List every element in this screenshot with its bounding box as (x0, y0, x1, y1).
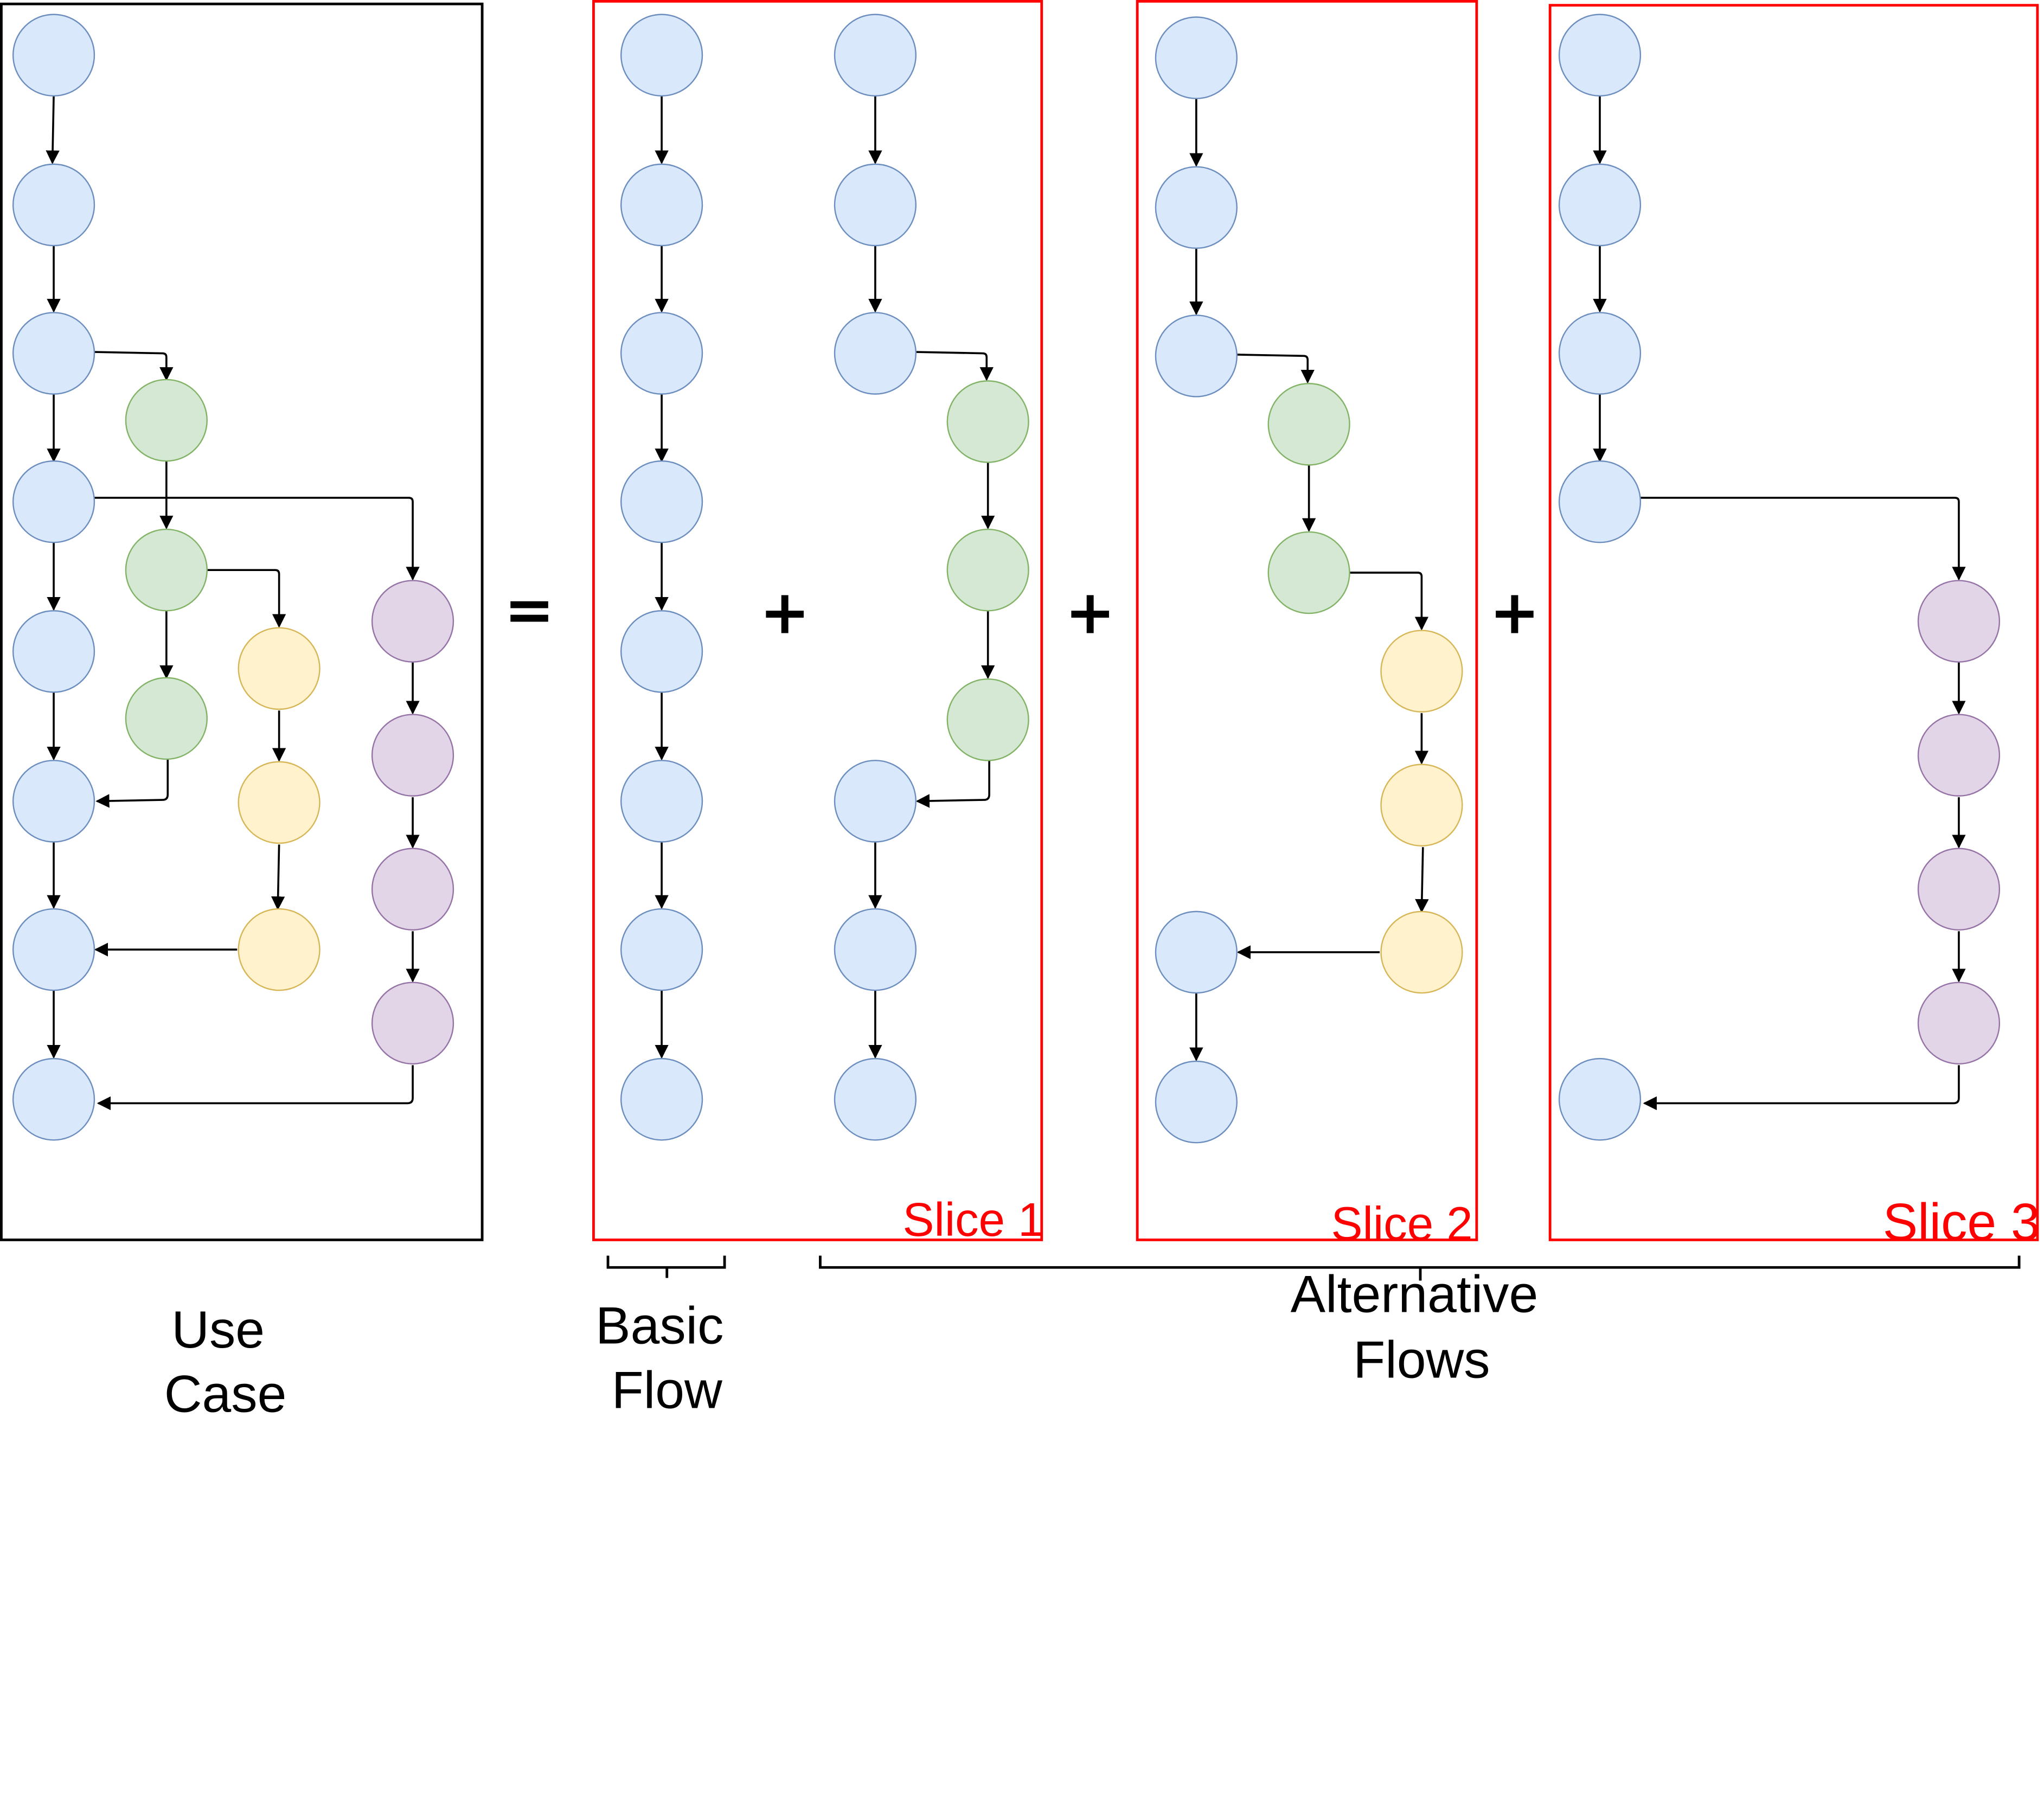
step-node (946, 528, 1029, 612)
slice-2-label: Slice 2 (1331, 1197, 1473, 1250)
step-node (238, 627, 321, 710)
step-node (371, 580, 454, 663)
step-node (12, 14, 95, 97)
step-node (1558, 1057, 1642, 1141)
step-node (1380, 630, 1463, 713)
basic-flow-label-line1: Basic (595, 1296, 723, 1355)
step-node (1558, 312, 1642, 395)
arrow (1643, 1065, 1960, 1111)
step-node (12, 312, 95, 395)
step-node (620, 760, 703, 843)
slice-1-label: Slice 1 (903, 1194, 1045, 1246)
step-node (12, 1057, 95, 1141)
step-node (620, 163, 703, 247)
slice-3-frame (1548, 4, 2039, 1241)
step-node (1155, 910, 1238, 994)
step-node (834, 1057, 917, 1141)
step-node (620, 908, 703, 991)
use-case-frame (0, 2, 484, 1241)
equals-sign: = (504, 575, 555, 645)
step-node (1380, 910, 1463, 994)
step-node (12, 908, 95, 991)
step-node (1267, 383, 1350, 466)
use-case-label: Use Case (164, 1300, 287, 1423)
arrow (94, 351, 174, 381)
step-node (620, 1057, 703, 1141)
step-node (834, 14, 917, 97)
arrow (97, 1065, 414, 1111)
step-node (834, 760, 917, 843)
step-node (946, 678, 1029, 761)
use-case-label-line1: Use (171, 1300, 265, 1359)
step-node (834, 312, 917, 395)
step-node (371, 982, 454, 1065)
step-node (620, 610, 703, 693)
step-node (1917, 848, 2001, 931)
step-node (12, 460, 95, 543)
slice-1-frame (592, 0, 1043, 1241)
alternative-flows-label-line2: Flows (1353, 1330, 1490, 1389)
step-node (620, 460, 703, 543)
step-node (1558, 460, 1642, 543)
arrow (90, 497, 420, 581)
slice-2-frame (1136, 0, 1478, 1241)
step-node (1917, 580, 2001, 663)
alternative-flows-label: Alternative Flows (1291, 1264, 1553, 1389)
arrow (207, 569, 286, 628)
arrow (1349, 572, 1429, 631)
step-node (12, 760, 95, 843)
alternative-flows-bracket (819, 1255, 2021, 1281)
step-node (1155, 315, 1238, 397)
plus-sign: + (1065, 578, 1116, 647)
step-node (946, 380, 1029, 463)
step-node (371, 714, 454, 797)
step-node (1558, 14, 1642, 97)
use-case-label-line2: Case (164, 1364, 287, 1423)
step-node (1155, 1060, 1238, 1144)
step-node (620, 312, 703, 395)
flow-connectors (46, 95, 1966, 1111)
step-node (1155, 166, 1238, 249)
step-node (238, 761, 321, 844)
step-node (371, 848, 454, 931)
step-node (620, 14, 703, 97)
step-node (1917, 982, 2001, 1065)
plus-sign: + (1489, 578, 1540, 647)
step-node (1267, 531, 1350, 614)
step-node (238, 908, 321, 991)
step-node (125, 528, 208, 612)
step-node (12, 163, 95, 247)
arrow (1236, 354, 1315, 384)
step-node (1380, 764, 1463, 847)
step-node (1558, 163, 1642, 247)
arrow (915, 351, 994, 381)
arrow (46, 95, 60, 164)
arrow (915, 759, 990, 808)
arrow (95, 759, 169, 808)
step-node (125, 677, 208, 760)
arrow (1415, 847, 1429, 913)
step-node (834, 908, 917, 991)
plus-sign: + (760, 578, 810, 647)
arrow (1638, 497, 1966, 581)
step-node (12, 610, 95, 693)
basic-flow-label-line2: Flow (612, 1360, 723, 1419)
step-node (1917, 714, 2001, 797)
step-node (1155, 16, 1238, 99)
arrow (271, 844, 285, 910)
step-node (834, 163, 917, 247)
flow-nodes (12, 14, 2001, 1144)
basic-flow-label: Basic Flow (595, 1296, 738, 1420)
step-node (125, 379, 208, 462)
slice-3-label: Slice 3 (1883, 1192, 2040, 1251)
basic-flow-bracket (606, 1255, 726, 1278)
alternative-flows-label-line1: Alternative (1291, 1264, 1539, 1323)
